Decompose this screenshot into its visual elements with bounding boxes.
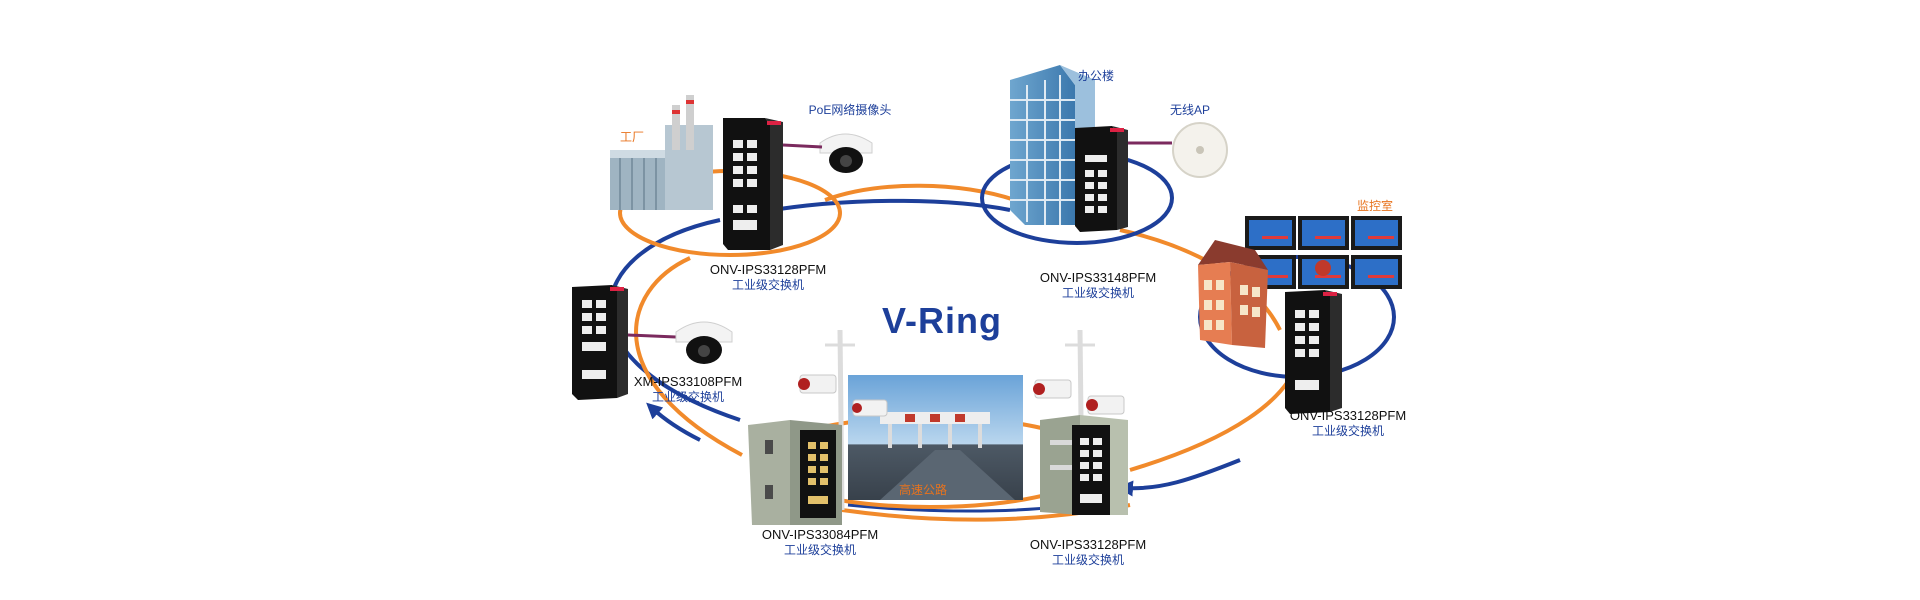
switch-1-desc: 工业级交换机	[731, 278, 805, 292]
label-wireless-ap: 无线AP	[1169, 103, 1211, 117]
wireless-ap-icon	[1172, 122, 1228, 178]
dome-camera-icon	[782, 133, 873, 173]
switch-2-desc: 工业级交换机	[1061, 286, 1135, 300]
monitor-wall-icon	[1245, 216, 1402, 289]
switch-1-model: ONV-IPS33128PFM	[709, 262, 827, 277]
switch-2-model: ONV-IPS33148PFM	[1039, 270, 1157, 285]
switch-5-desc: 工业级交换机	[783, 543, 857, 557]
label-highway: 高速公路	[898, 483, 948, 497]
label-monitor-room: 监控室	[1356, 199, 1394, 213]
switch-6-model: ONV-IPS33128PFM	[1029, 537, 1147, 552]
switch-4-model: XM-IPS33108PFM	[633, 374, 743, 389]
switch-icon	[572, 285, 677, 400]
switch-3-model: ONV-IPS33128PFM	[1289, 408, 1407, 423]
dome-camera-icon	[675, 321, 733, 364]
switch-3-desc: 工业级交换机	[1311, 424, 1385, 438]
switch-icon	[1285, 290, 1342, 414]
switch-icon	[1075, 126, 1172, 232]
switch-5-model: ONV-IPS33084PFM	[761, 527, 879, 542]
switch-4-desc: 工业级交换机	[651, 390, 725, 404]
switch-icon	[800, 430, 836, 518]
highway-toll-icon	[848, 375, 1023, 500]
factory-icon	[610, 95, 713, 210]
label-poe-camera: PoE网络摄像头	[808, 103, 892, 117]
house-icon	[1198, 240, 1268, 348]
switch-icon	[723, 118, 783, 250]
switch-icon	[1072, 425, 1110, 515]
diagram-title: V-Ring	[882, 300, 1002, 341]
label-factory: 工厂	[620, 130, 645, 144]
switch-6-desc: 工业级交换机	[1051, 553, 1125, 567]
label-office: 办公楼	[1078, 69, 1115, 83]
